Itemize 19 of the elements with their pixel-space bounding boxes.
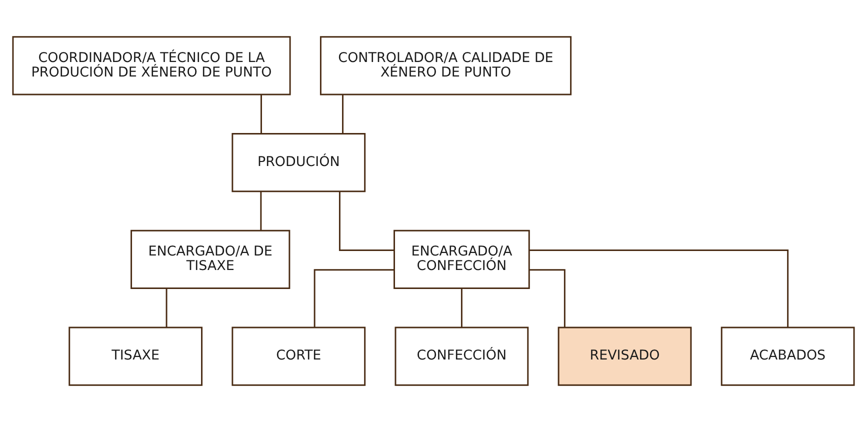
node-box: COORDINADOR/A TÉCNICO DE LA PRODUCIÓN DE XÉNERO DE PUNTO	[12, 36, 291, 96]
connector	[529, 269, 566, 328]
node-box: REVISADO	[558, 326, 692, 386]
node-box: CONFECCIÓN	[394, 326, 529, 386]
node-box: ENCARGADO/A CONFECCIÓN	[394, 230, 530, 289]
node-box: ENCARGADO/A DE TISAXE	[130, 230, 290, 289]
connector	[338, 192, 394, 251]
connector	[460, 288, 462, 328]
node-box: CORTE	[232, 326, 366, 386]
node-box: CONTROLADOR/A CALIDADE DE XÉNERO DE PUNTO	[320, 36, 572, 96]
connector	[529, 250, 789, 328]
connector	[166, 288, 168, 328]
node-box: TISAXE	[68, 326, 203, 386]
node-box: PRODUCIÓN	[232, 133, 366, 192]
connector	[260, 192, 262, 230]
connector	[260, 94, 262, 134]
connector	[342, 94, 344, 134]
connector	[314, 269, 394, 328]
node-box: ACABADOS	[720, 326, 855, 386]
